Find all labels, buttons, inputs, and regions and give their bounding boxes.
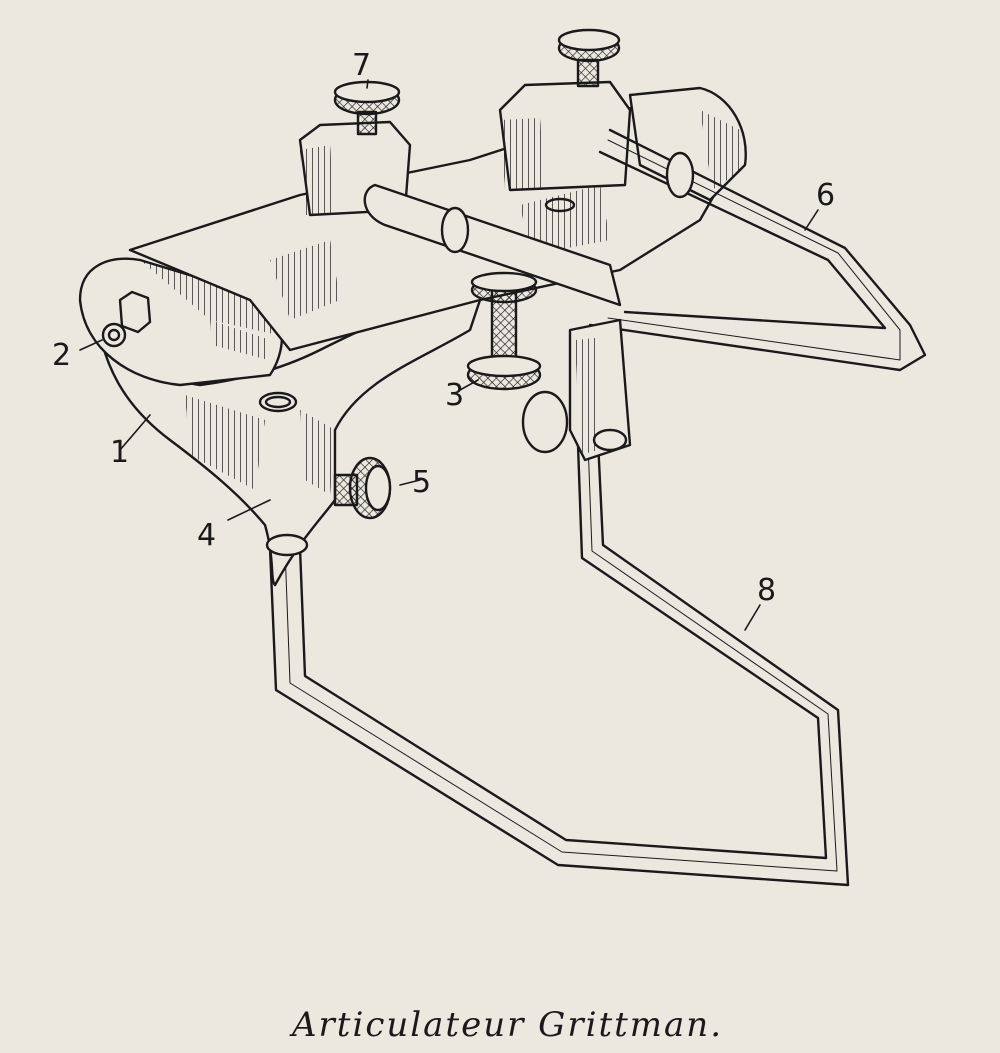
callout-7: 7: [352, 48, 371, 83]
right-post: [498, 80, 632, 213]
right-support: [521, 318, 632, 462]
right-adjust-screw: [557, 28, 621, 88]
callout-5: 5: [412, 465, 431, 500]
callout-4: 4: [197, 518, 216, 553]
figure-caption: Articulateur Grittman.: [289, 1005, 723, 1045]
callout-3: 3: [445, 378, 464, 413]
lock-screw: [333, 456, 392, 520]
left-adjust-screw: [333, 80, 401, 136]
incisal-pin: [466, 271, 542, 391]
lower-bow-wire: [268, 438, 850, 887]
callout-8: 8: [757, 573, 776, 608]
callout-6: 6: [816, 178, 835, 213]
leader-lines: [79, 79, 819, 631]
callout-1: 1: [110, 435, 129, 470]
cross-bar: [363, 151, 695, 307]
callout-2: 2: [52, 338, 71, 373]
lower-bow-socket: [265, 533, 309, 557]
rear-plate: [628, 86, 747, 202]
